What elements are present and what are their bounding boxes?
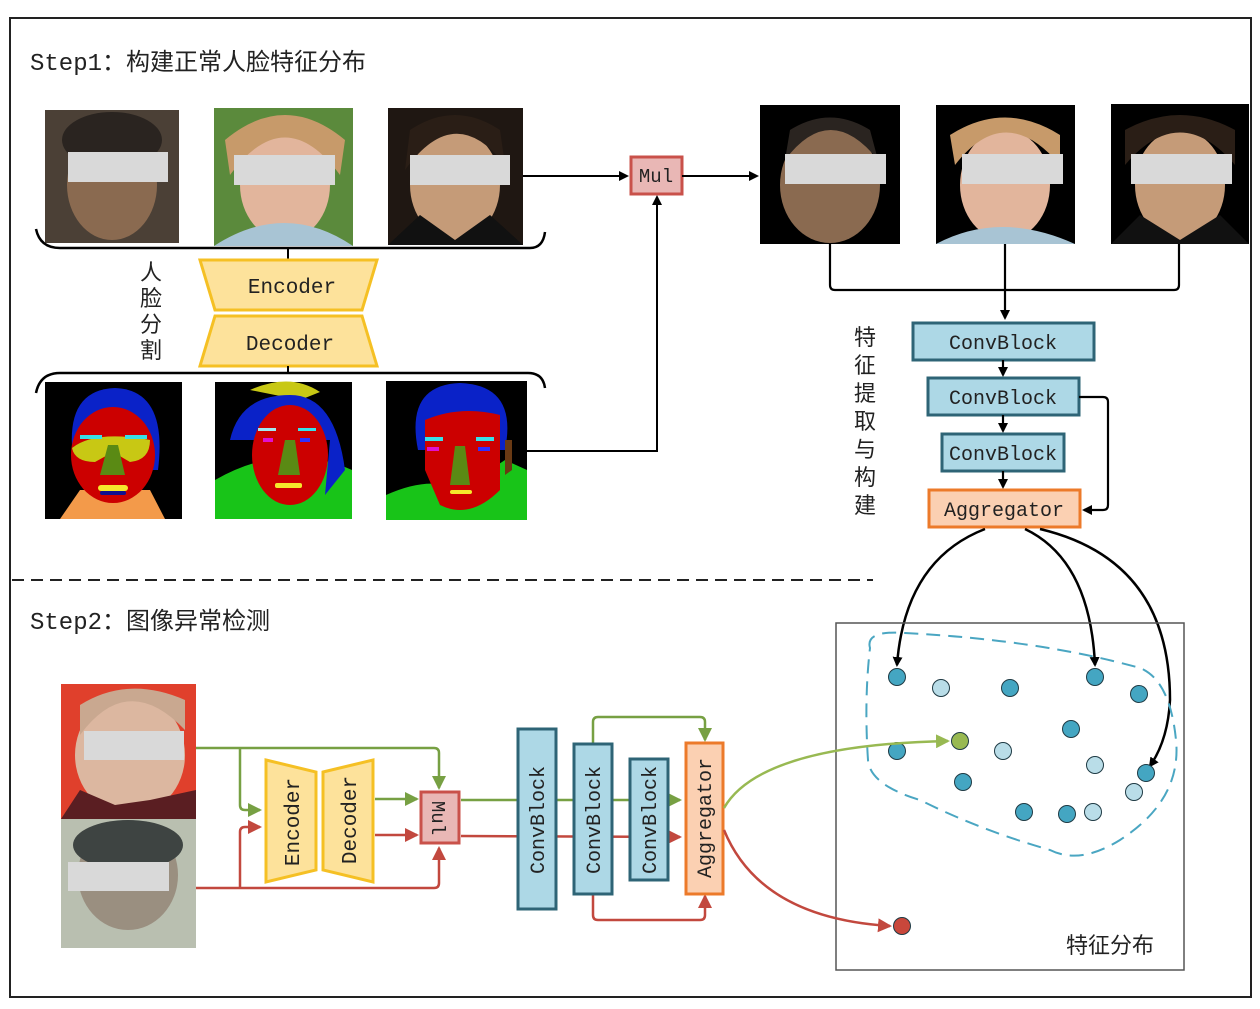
step1-convblock-2: ConvBlock [926,376,1081,417]
svg-text:人: 人 [140,261,162,286]
mask-to-mul-arrow [527,195,662,452]
feature-mapping-arrow [1039,527,1172,768]
segmentation-mask [45,382,182,519]
feature-point-normal [994,742,1012,760]
feature-mapping-arrow [892,527,986,667]
feature-point-normal [954,773,972,791]
step2-title: Step2：图像异常检测 [30,608,270,637]
anomaly-feature-arrow [722,829,892,933]
step1-decoder: Decoder [197,314,380,368]
figure-frame [9,17,1252,998]
redaction-bar [962,154,1063,184]
step1-convblock-1: ConvBlock [911,321,1096,362]
feature-point-normal [1137,764,1155,782]
svg-text:分: 分 [140,313,162,338]
feature-point-normal [1086,756,1104,774]
step2-convblock-1: ConvBlock [516,727,558,911]
feature-point-normal [1084,803,1102,821]
svg-text:Mul: Mul [639,166,673,188]
svg-text:提: 提 [854,382,876,407]
group-brace [34,371,547,394]
segmentation-mask [386,381,527,520]
svg-text:ConvBlock: ConvBlock [528,766,551,874]
normal-face-photo [61,684,196,819]
svg-text:取: 取 [854,410,876,435]
step1-aggregator: Aggregator [927,488,1082,529]
feature-point-test-anomaly [893,917,911,935]
step1-mul-box: Mul [629,155,684,196]
normal-feature-arrow [722,734,950,809]
svg-text:ConvBlock: ConvBlock [949,388,1057,411]
svg-text:Encoder: Encoder [248,277,336,300]
feature-points [888,668,1155,935]
feature-point-normal [1001,679,1019,697]
group-brace [34,228,547,250]
step2-convblock-3: ConvBlock [628,757,670,882]
step2-decoder: Decoder [321,758,375,884]
redaction-bar [234,155,335,185]
svg-text:ConvBlock: ConvBlock [949,333,1057,356]
face-photo [45,110,179,243]
feature-point-test-normal [951,732,969,750]
skip-connection-arrow [1079,395,1110,515]
svg-text:建: 建 [854,494,876,519]
feature-point-normal [1062,720,1080,738]
svg-text:Decoder: Decoder [340,776,363,864]
step1-title: Step1：构建正常人脸特征分布 [30,49,366,78]
feature-point-normal [1086,668,1104,686]
svg-text:构: 构 [854,466,876,491]
svg-text:ConvBlock: ConvBlock [640,766,663,874]
segmentation-label: 人 脸 分 割 [140,261,162,364]
redaction-bar [84,731,184,760]
step1-masked-faces [760,104,1249,244]
feature-point-normal [1130,685,1148,703]
svg-text:Aggregator: Aggregator [944,500,1064,523]
redaction-bar [785,154,886,184]
masked-face [760,105,900,244]
step1-segmentation-masks [45,381,527,520]
anomalous-face-photo [61,819,196,948]
step1-encoder: Encoder [197,258,380,312]
redaction-bar [68,152,168,182]
feature-mapping-arrow [1024,527,1100,667]
svg-text:Encoder: Encoder [283,778,306,866]
feature-point-normal [1125,783,1143,801]
svg-text:脸: 脸 [140,287,162,312]
normal-cluster-boundary [865,631,1178,857]
face-photo [214,108,353,246]
feature-point-normal [1058,805,1076,823]
masked-face [936,105,1075,244]
svg-text:Aggregator: Aggregator [695,758,718,878]
svg-text:割: 割 [140,339,162,364]
svg-text:与: 与 [854,438,876,463]
feature-space-panel [835,622,1185,971]
feature-point-normal [1015,803,1033,821]
segmentation-mask [215,381,352,519]
feature-point-normal [932,679,950,697]
step2-encoder: Encoder [264,758,318,884]
feature-space-label: 特征分布 [1066,934,1154,959]
step2-mul-box: Mul [419,790,461,845]
step1-input-faces [45,108,523,246]
svg-text:征: 征 [854,354,876,379]
step2-input-faces [61,684,196,948]
redaction-bar [1131,154,1232,184]
normal-sample-path [196,715,712,817]
svg-text:Decoder: Decoder [246,334,334,357]
svg-text:特: 特 [854,326,876,351]
feature-point-normal [888,668,906,686]
svg-text:Mul: Mul [426,801,448,835]
masked-face [1111,104,1249,244]
step1-convblock-3: ConvBlock [940,432,1066,473]
svg-text:ConvBlock: ConvBlock [949,444,1057,467]
step2-aggregator: Aggregator [684,741,725,896]
feature-extraction-label: 特 征 提 取 与 构 建 [854,326,876,519]
face-photo [388,108,523,245]
redaction-bar [68,862,169,891]
redaction-bar [410,155,510,185]
svg-text:ConvBlock: ConvBlock [584,766,607,874]
step2-convblock-2: ConvBlock [572,742,614,896]
